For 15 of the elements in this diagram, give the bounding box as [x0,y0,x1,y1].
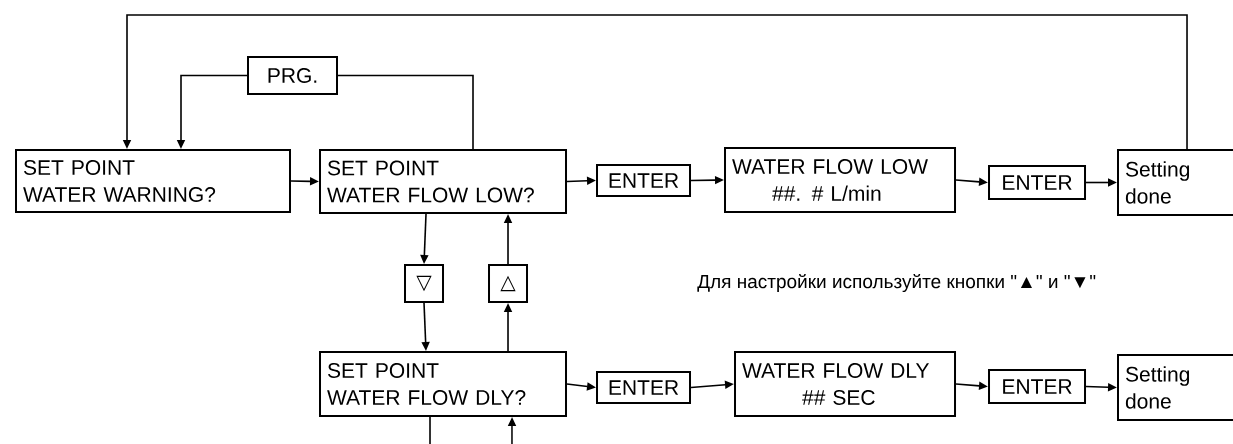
note-text: Для настройки используйте кнопки "▲" и "▼" [697,274,1096,292]
key-box: ENTER [596,164,691,197]
display-box: SET POINT WATER FLOW DLY? [319,351,567,417]
display-box: Setting done [1117,149,1233,216]
display-box: Setting done [1117,354,1233,421]
key-box: ENTER [988,369,1086,404]
arrow-key-box: △ [488,264,528,303]
key-box: ENTER [596,371,691,404]
display-box: WATER FLOW LOW ##. # L/min [724,147,956,213]
arrow-key-box: ▽ [404,264,444,303]
display-box: SET POINT WATER FLOW LOW? [319,149,567,214]
key-box: ENTER [988,165,1086,200]
key-box: PRG. [247,56,338,95]
display-box: SET POINT WATER WARNING? [15,149,291,213]
display-box: WATER FLOW DLY ## SEC [734,351,956,417]
